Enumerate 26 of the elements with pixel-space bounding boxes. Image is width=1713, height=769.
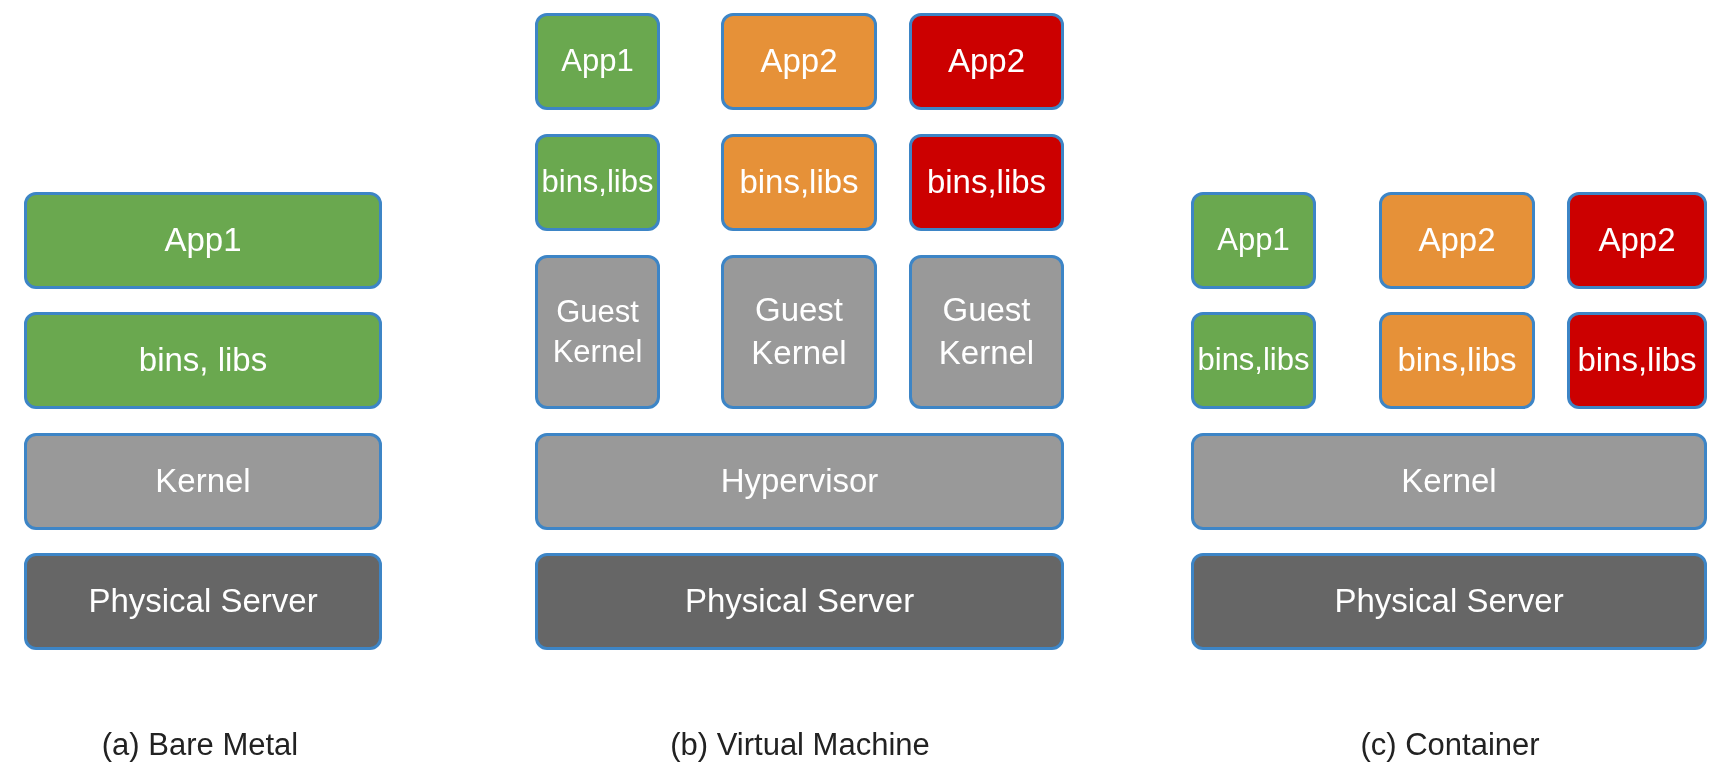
layer-block: Physical Server — [24, 553, 382, 650]
layer-block: bins,libs — [721, 134, 877, 231]
layer-block: App1 — [1191, 192, 1316, 289]
panel-caption: (a) Bare Metal — [101, 727, 299, 763]
layer-block: bins, libs — [24, 312, 382, 409]
layer-block: bins,libs — [1567, 312, 1707, 409]
layer-block: App2 — [1379, 192, 1535, 289]
layer-block: App1 — [24, 192, 382, 289]
layer-block: App2 — [909, 13, 1064, 110]
layer-block: Guest Kernel — [721, 255, 877, 409]
layer-block: Physical Server — [1191, 553, 1707, 650]
layer-block: bins,libs — [1379, 312, 1535, 409]
layer-block: Kernel — [24, 433, 382, 530]
layer-block: Guest Kernel — [535, 255, 660, 409]
layer-block: bins,libs — [909, 134, 1064, 231]
layer-block: Guest Kernel — [909, 255, 1064, 409]
layer-block: App2 — [1567, 192, 1707, 289]
layer-block: Hypervisor — [535, 433, 1064, 530]
layer-block: bins,libs — [1191, 312, 1316, 409]
layer-block: App1 — [535, 13, 660, 110]
layer-block: Physical Server — [535, 553, 1064, 650]
layer-block: bins,libs — [535, 134, 660, 231]
layer-block: Kernel — [1191, 433, 1707, 530]
panel-caption: (c) Container — [1360, 727, 1540, 763]
layer-block: App2 — [721, 13, 877, 110]
panel-caption: (b) Virtual Machine — [670, 727, 930, 763]
